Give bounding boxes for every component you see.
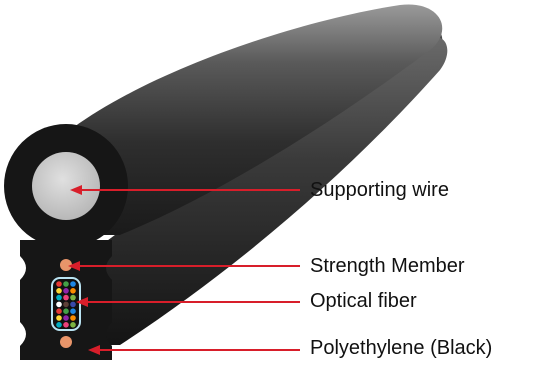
label-strength-member: Strength Member	[310, 256, 465, 276]
strength-member-top	[60, 259, 72, 271]
fiber-strand	[70, 308, 76, 314]
fiber-strand	[70, 288, 76, 294]
fiber-strand	[63, 288, 69, 294]
supporting-wire-core	[32, 152, 100, 220]
fiber-strand	[63, 315, 69, 321]
fiber-strand	[56, 295, 62, 301]
fiber-strand	[56, 302, 62, 308]
fiber-strand	[63, 295, 69, 301]
fiber-strand	[70, 295, 76, 301]
optical-fiber-bundle	[56, 281, 76, 327]
label-supporting-wire: Supporting wire	[310, 180, 449, 200]
fiber-strand	[56, 308, 62, 314]
fiber-strand	[56, 315, 62, 321]
fiber-strand	[63, 308, 69, 314]
fiber-strand	[70, 302, 76, 308]
label-polyethylene: Polyethylene (Black)	[310, 338, 492, 358]
strength-member-bottom	[60, 336, 72, 348]
fiber-strand	[70, 322, 76, 328]
fiber-strand	[56, 322, 62, 328]
fiber-strand	[63, 322, 69, 328]
fiber-strand	[56, 288, 62, 294]
fiber-strand	[70, 281, 76, 287]
label-optical-fiber: Optical fiber	[310, 291, 417, 311]
fiber-strand	[63, 281, 69, 287]
fiber-strand	[63, 302, 69, 308]
fiber-strand	[56, 281, 62, 287]
fiber-strand	[70, 315, 76, 321]
